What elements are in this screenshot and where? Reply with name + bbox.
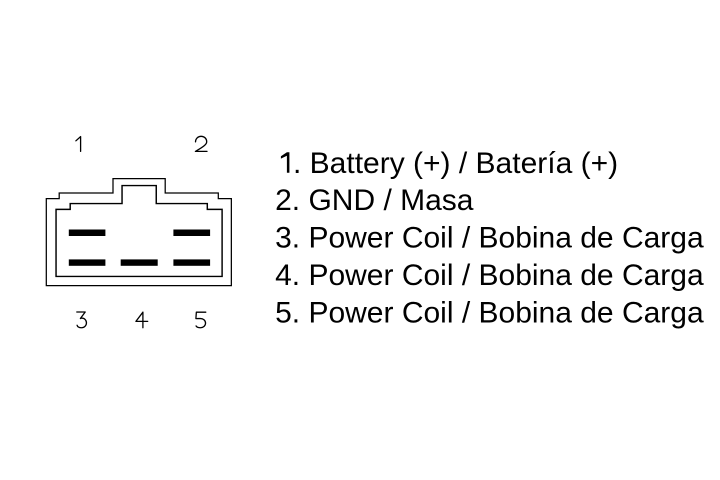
svg-text:2. GND / Masa: 2. GND / Masa	[275, 184, 474, 217]
svg-text:. Battery (+) / Batería (+): . Battery (+) / Batería (+)	[293, 147, 618, 180]
svg-text:3. Power Coil / Bobina de Carg: 3. Power Coil / Bobina de Carga	[275, 222, 704, 255]
svg-text:4. Power Coil / Bobina de Carg: 4. Power Coil / Bobina de Carga	[275, 259, 704, 292]
svg-text:5. Power Coil / Bobina de Carg: 5. Power Coil / Bobina de Carga	[275, 296, 704, 329]
